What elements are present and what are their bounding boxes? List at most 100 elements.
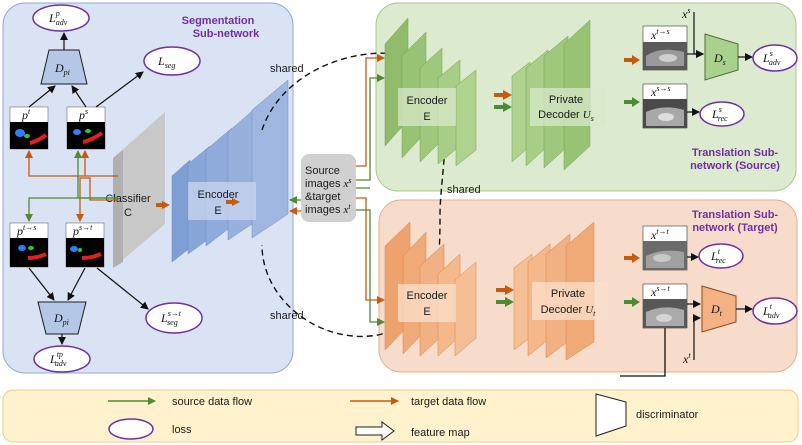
input-line-1: Source [305, 165, 340, 177]
src-input-x: xs [681, 6, 690, 21]
classifier-label-2: C [124, 207, 132, 219]
disc-pi-bottom [37, 301, 87, 335]
translation-target-title-1: Translation Sub- [692, 209, 779, 221]
disc-s-label: Ds [713, 51, 726, 67]
img-ts-label: xt→s [650, 27, 670, 42]
feature-map-arrow-src-4 [624, 97, 640, 107]
disc-pi-top [40, 49, 88, 85]
img-st [642, 283, 688, 329]
seg-encoder-label-2: E [214, 205, 221, 217]
loss-rec-t [698, 243, 744, 269]
disc-t [701, 285, 737, 333]
source-decoder-label-2: Decoder Us [538, 109, 594, 123]
seg-black-arrows [28, 32, 149, 345]
seg-encoder-label-1: Encoder [198, 189, 239, 201]
target-encoder-block [384, 221, 477, 357]
img-ss-label: xs→s [650, 84, 671, 99]
feature-map-arrow-src-3 [624, 55, 640, 65]
img-st-label: xs→t [650, 284, 670, 299]
shared-weights-curve [261, 52, 447, 338]
feature-map-arrow-seg-2 [156, 201, 170, 209]
legend-loss-icon [108, 418, 154, 440]
translation-source-title-1: Translation Sub- [692, 147, 779, 159]
pred-map-s [66, 106, 106, 150]
translation-source-title-2: network (Source) [690, 160, 780, 172]
segmentation-title-2: Sub-network [193, 28, 260, 40]
legend-target-label: target data flow [411, 396, 486, 408]
loss-adv-p [32, 4, 90, 32]
pred-map-ts [9, 222, 49, 268]
loss-seg-label: Lseg [157, 54, 175, 70]
legend-disc-icon [595, 393, 627, 437]
loss-adv-tp [33, 345, 91, 373]
target-decoder-label-1: Private [551, 288, 585, 300]
shared-label-1: shared [270, 63, 304, 75]
pred-label-st: ps→t [72, 223, 93, 238]
feature-map-arrow-tgt-3 [624, 253, 640, 263]
loss-adv-t [752, 297, 798, 325]
back-flow-lines [356, 187, 666, 377]
disc-pi-top-label: Dpi [54, 61, 70, 77]
legend-feature-map-label: feature map [411, 427, 470, 439]
feature-map-arrow-tgt-2 [496, 297, 514, 307]
target-encoder-label-1: Encoder [407, 290, 448, 302]
legend-feature-map-icon [355, 421, 395, 441]
source-decoder-block [511, 19, 606, 171]
input-line-3: &target [305, 191, 340, 203]
tgt-input-x: xt [682, 351, 691, 366]
img-ss [642, 83, 688, 129]
pred-map-t [9, 106, 49, 150]
disc-t-label: Dt [710, 302, 723, 318]
source-encoder-block [384, 17, 477, 167]
legend-disc-label: discriminator [636, 409, 699, 421]
shared-label-3: shared [270, 310, 304, 322]
input-line-2: images xs [305, 176, 352, 190]
seg-green-flows [25, 150, 118, 222]
pred-label-s: ps [78, 107, 88, 122]
loss-seg [143, 46, 201, 76]
source-decoder-label-1: Private [549, 94, 583, 106]
legend-loss-label: loss [172, 424, 192, 436]
source-encoder-label-2: E [423, 111, 430, 123]
input-flow-arrows [289, 54, 385, 326]
loss-adv-s [752, 44, 798, 72]
shared-label-2: shared [447, 184, 481, 196]
pred-label-ts: pt→s [16, 223, 36, 238]
translation-target-title-2: network (Target) [692, 222, 778, 234]
img-tt [642, 225, 688, 271]
img-tt-label: xt→t [650, 227, 670, 242]
input-images-box [301, 154, 356, 222]
target-encoder-label-2: E [423, 306, 430, 318]
seg-orange-flows [25, 150, 118, 222]
feature-map-arrow-src-1 [494, 90, 512, 100]
target-decoder-block [513, 221, 608, 361]
target-decoder-label-2: Decoder Ut [541, 304, 597, 318]
input-line-4: images xt [305, 202, 351, 216]
seg-encoder-block [171, 79, 289, 263]
disc-pi-bottom-label: Dpi [53, 311, 69, 327]
classifier-block [113, 112, 165, 268]
feature-map-arrow-tgt-1 [496, 285, 514, 295]
pred-label-t: pt [21, 107, 31, 122]
source-encoder-label-1: Encoder [407, 95, 448, 107]
tgt-input-arrow [693, 314, 701, 360]
pred-map-st [65, 222, 105, 268]
loss-rec-s [699, 101, 745, 127]
feature-map-arrow-src-2 [494, 102, 512, 112]
segmentation-title-1: Segmentation [182, 15, 255, 27]
loss-seg-st [145, 302, 203, 334]
classifier-label-1: Classifier [105, 193, 151, 205]
feature-map-arrow-tgt-4 [624, 297, 640, 307]
feature-map-arrow-seg-1 [226, 198, 240, 206]
disc-s [704, 33, 739, 81]
img-ts [642, 25, 688, 71]
